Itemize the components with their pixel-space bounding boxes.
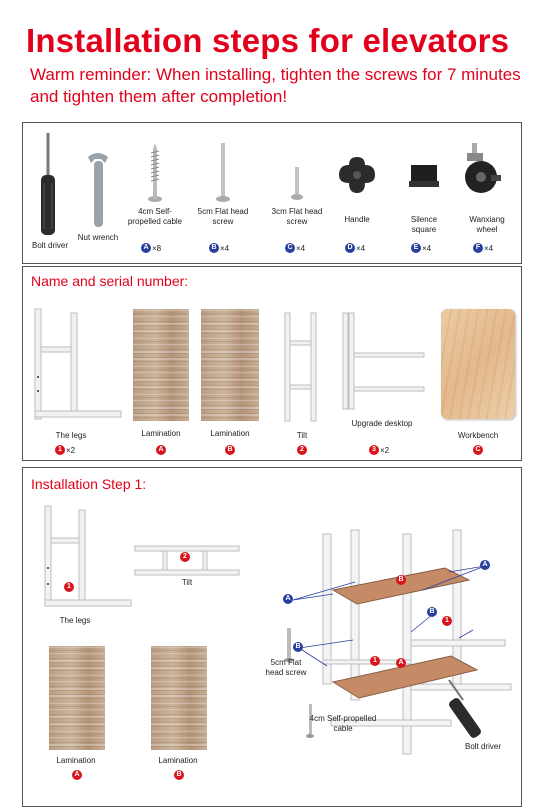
parts-panel: Name and serial number: The legs 1×2 Lam… (22, 266, 522, 461)
part-count: 1×2 (55, 445, 75, 455)
short-screw-icon (291, 167, 303, 200)
tool-label: Wanxiang wheel (469, 215, 505, 234)
part-workbench: Workbench (443, 431, 513, 441)
tool-count: D×4 (345, 243, 365, 253)
tool-count: C×4 (285, 243, 305, 253)
part-label: Workbench (457, 431, 499, 440)
tool-label: Nut wrench (77, 233, 119, 242)
tool-label: 3cm Flat head screw (271, 207, 323, 226)
part-count: B (225, 445, 235, 455)
badge: C (473, 445, 483, 455)
part-count: 3×2 (369, 445, 389, 455)
step-cable-label: 4cm Self-propelled cable (309, 714, 377, 733)
callout-arrows (292, 565, 486, 667)
tool-nut-wrench: Nut wrench (75, 233, 121, 243)
part-legs: The legs (43, 431, 99, 441)
part-label: The legs (55, 431, 87, 440)
tool-handle: Handle (335, 215, 379, 225)
part-label: Upgrade desktop (351, 419, 413, 428)
badge: A (156, 445, 166, 455)
lamination-b-badge: B (173, 770, 185, 780)
hardware-panel: Bolt driver Nut wrench 4cm Self-propelle… (22, 122, 522, 264)
knob-handle-icon (339, 157, 375, 193)
step1-panel: Installation Step 1: 1 The legs 2 Tilt L… (22, 467, 522, 807)
part-count: 2 (297, 445, 307, 455)
badge: C (285, 243, 295, 253)
tool-label: Silence square (410, 215, 438, 234)
callout-b: B (426, 607, 438, 617)
tilt-frame-image (284, 312, 317, 422)
lamination-a-image (133, 309, 189, 421)
long-screw-icon (216, 143, 230, 202)
badge: E (411, 243, 421, 253)
desktop-frame-image (342, 312, 425, 410)
leg-frame-image (44, 505, 132, 607)
caster-wheel-icon (465, 143, 501, 193)
tool-label: Bolt driver (31, 241, 68, 250)
badge: 1 (55, 445, 65, 455)
part-tilt: Tilt (285, 431, 319, 441)
part-upgrade-desktop: Upgrade desktop (351, 419, 413, 429)
foot-cap-icon (409, 165, 439, 187)
step-legs-label: The legs (59, 616, 91, 625)
step-lamination-a: Lamination (56, 756, 96, 765)
leg-frame-image (34, 308, 122, 420)
wrench-icon (88, 153, 108, 227)
step-lamination-b: Lamination (158, 756, 198, 765)
part-lamination-b: Lamination (199, 429, 261, 439)
tool-self-propelled-cable: 4cm Self-propelled cable (123, 207, 187, 227)
tool-5cm-flat-head-screw: 5cm Flat head screw (193, 207, 253, 227)
legs-badge: 1 (63, 582, 75, 592)
lamination-b-image (151, 646, 207, 750)
section-title: Installation Step 1: (31, 476, 147, 492)
step-tilt-label: Tilt (181, 578, 193, 587)
lamination-b-image (201, 309, 259, 421)
tool-label: 5cm Flat head screw (197, 207, 249, 226)
step-driver-label: Bolt driver (464, 742, 501, 751)
lamination-a-image (49, 646, 105, 750)
warm-reminder: Warm reminder: When installing, tighten … (30, 65, 521, 106)
step-screw-label: 5cm Flat head screw (265, 658, 307, 677)
callout-a: A (282, 594, 294, 604)
part-lamination-a: Lamination (131, 429, 191, 439)
tool-label: Handle (344, 215, 370, 224)
callout-shelf-b: B (395, 575, 407, 585)
tool-wanxiang-wheel: Wanxiang wheel (461, 215, 513, 235)
tool-count: E×4 (411, 243, 431, 253)
badge: B (209, 243, 219, 253)
tool-silence-square: Silence square (401, 215, 447, 235)
badge: A (141, 243, 151, 253)
badge: B (225, 445, 235, 455)
self-tapping-screw-icon (148, 143, 162, 202)
tool-count: F×4 (473, 243, 493, 253)
tool-count: A×8 (141, 243, 161, 253)
tool-count: B×4 (209, 243, 229, 253)
part-count: A (156, 445, 166, 455)
badge: F (473, 243, 483, 253)
callout-b: B (292, 642, 304, 652)
section-title: Name and serial number: (31, 273, 189, 289)
tool-bolt-driver: Bolt driver (25, 241, 75, 251)
tool-3cm-flat-head-screw: 3cm Flat head screw (269, 207, 325, 227)
callout-shelf-a: A (395, 658, 407, 668)
part-label: Tilt (296, 431, 308, 440)
callout-a: A (479, 560, 491, 570)
lamination-a-badge: A (71, 770, 83, 780)
tilt-badge: 2 (179, 552, 191, 562)
part-label: Lamination (141, 429, 181, 438)
tilt-frame-image (134, 545, 240, 576)
screwdriver-icon (41, 133, 55, 235)
workbench-image (441, 309, 515, 419)
assembly-diagram (284, 529, 512, 755)
badge: D (345, 243, 355, 253)
callout-legs: 1 (369, 656, 381, 666)
badge: 3 (369, 445, 379, 455)
part-count: C (473, 445, 483, 455)
badge: 2 (297, 445, 307, 455)
part-label: Lamination (210, 429, 250, 438)
callout-legs: 1 (441, 616, 453, 626)
page-title: Installation steps for elevators (26, 22, 510, 59)
tool-label: 4cm Self-propelled cable (127, 207, 183, 226)
